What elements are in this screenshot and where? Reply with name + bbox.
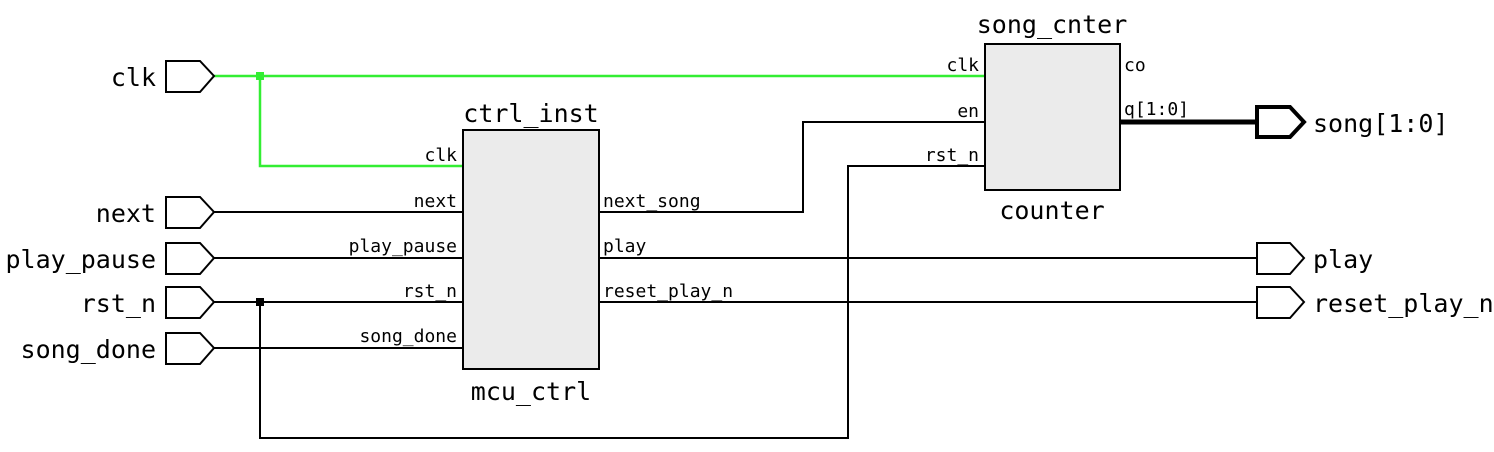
output-port-reset-play-n[interactable]: reset_play_n — [1256, 286, 1494, 319]
counter-pin-q: q[1:0] — [1124, 99, 1189, 120]
input-port-clk-icon — [165, 60, 216, 93]
input-port-play-pause-icon — [165, 242, 216, 275]
output-port-song-icon — [1255, 105, 1307, 139]
counter-instance-name: song_cnter — [977, 10, 1128, 39]
ctrl-pin-reset-play-n: reset_play_n — [603, 281, 733, 302]
input-port-next-label: next — [96, 199, 156, 228]
counter-block[interactable] — [984, 43, 1121, 191]
input-port-song-done-icon — [165, 332, 216, 365]
input-port-play-pause[interactable]: play_pause — [5, 242, 216, 275]
ctrl-pin-play-pause: play_pause — [349, 236, 457, 257]
ctrl-pin-next-song: next_song — [603, 191, 701, 212]
ctrl-pin-rst-n: rst_n — [403, 281, 457, 302]
input-port-song-done[interactable]: song_done — [21, 332, 216, 365]
input-port-rst-n[interactable]: rst_n — [81, 286, 216, 319]
ctrl-pin-clk: clk — [424, 145, 457, 166]
counter-pin-rst-n: rst_n — [925, 145, 979, 166]
output-port-play[interactable]: play — [1256, 242, 1373, 275]
next-song-net — [577, 121, 1005, 213]
clk-net-branch — [258, 76, 485, 168]
input-port-clk[interactable]: clk — [111, 60, 216, 93]
input-port-play-pause-label: play_pause — [5, 245, 156, 274]
ctrl-pin-next: next — [414, 191, 457, 212]
counter-pin-en: en — [957, 101, 979, 122]
ctrl-pin-song-done: song_done — [359, 326, 457, 347]
output-port-reset-play-n-label: reset_play_n — [1313, 289, 1494, 318]
counter-pin-clk: clk — [946, 55, 979, 76]
input-port-clk-label: clk — [111, 63, 156, 92]
ctrl-pin-play: play — [603, 236, 647, 257]
output-port-play-label: play — [1313, 245, 1373, 274]
output-port-play-icon — [1256, 242, 1306, 275]
output-port-song[interactable]: song[1:0] — [1255, 105, 1448, 139]
input-port-next[interactable]: next — [96, 196, 216, 229]
rst-n-counter-net — [259, 165, 1005, 439]
input-port-song-done-label: song_done — [21, 335, 156, 364]
input-port-rst-n-label: rst_n — [81, 289, 156, 318]
ctrl-inst-block[interactable] — [462, 129, 600, 370]
clk-net-junction — [256, 72, 264, 80]
output-port-reset-play-n-icon — [1256, 286, 1306, 319]
ctrl-instance-name: ctrl_inst — [463, 99, 598, 128]
counter-module-name: counter — [999, 196, 1104, 225]
ctrl-module-name: mcu_ctrl — [471, 377, 591, 406]
counter-pin-co: co — [1124, 55, 1146, 76]
input-port-rst-n-icon — [165, 286, 216, 319]
output-port-song-label: song[1:0] — [1313, 109, 1448, 138]
input-port-next-icon — [165, 196, 216, 229]
